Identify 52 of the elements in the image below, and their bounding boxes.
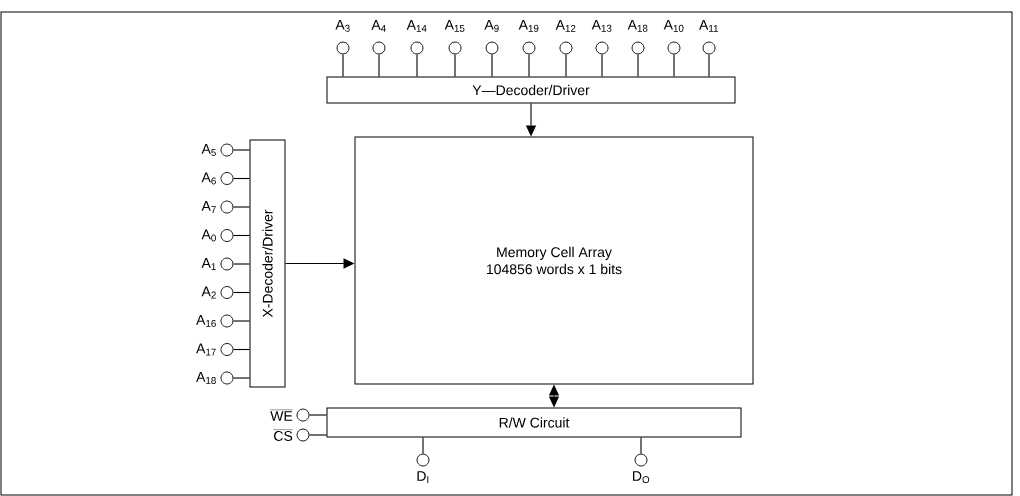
pin-label: A$_{18}$ bbox=[196, 372, 216, 384]
pin-line bbox=[422, 436, 424, 455]
block-box: Memory Cell Array 104856 words x 1 bits bbox=[354, 136, 754, 385]
pin-line bbox=[708, 53, 710, 78]
pin-label: A$_{17}$ bbox=[196, 343, 216, 356]
pin-label: A$_{4}$ bbox=[371, 20, 386, 32]
pin-label: A$_{14}$ bbox=[406, 20, 427, 32]
pin-line bbox=[232, 377, 251, 379]
pin-label: A$_{0}$ bbox=[201, 229, 216, 242]
pin-line bbox=[232, 234, 251, 237]
pin-line bbox=[232, 149, 251, 151]
pin-line bbox=[601, 53, 603, 78]
pin-line bbox=[491, 53, 493, 78]
pin-label: A$_{6}$ bbox=[201, 172, 216, 185]
pin-label: A$_{5}$ bbox=[201, 144, 216, 156]
pin-line bbox=[378, 53, 380, 78]
block-box: X-Decoder/Driver bbox=[249, 139, 286, 388]
pin-line bbox=[232, 206, 251, 208]
block-box: Y—Decoder/Driver bbox=[326, 76, 736, 104]
pin-line bbox=[565, 53, 567, 78]
pin-line bbox=[528, 53, 530, 78]
pin-label: A$_{19}$ bbox=[518, 19, 539, 32]
pin-label: CS bbox=[273, 429, 293, 441]
pin-line bbox=[416, 53, 418, 78]
pin-label: WE bbox=[270, 409, 293, 421]
pin-line bbox=[637, 53, 639, 78]
pin-label: A$_{15}$ bbox=[444, 19, 465, 32]
pin-line bbox=[232, 348, 251, 351]
pin-label: D$_{O}$ bbox=[633, 471, 650, 484]
pin-label: A$_{12}$ bbox=[555, 20, 576, 32]
pin-label: A$_{11}$ bbox=[699, 20, 719, 32]
pin-line bbox=[232, 263, 251, 265]
pin-line bbox=[232, 291, 251, 294]
pin-line bbox=[640, 436, 642, 455]
block-box: R/W Circuit bbox=[326, 407, 742, 438]
pin-line bbox=[673, 53, 675, 78]
pin-label: A$_{3}$ bbox=[335, 19, 350, 32]
pin-label: A$_{9}$ bbox=[484, 19, 499, 32]
pin-label: A$_{1}$ bbox=[201, 258, 216, 270]
pin-label: A$_{2}$ bbox=[201, 286, 216, 299]
pin-label: A$_{10}$ bbox=[663, 19, 684, 32]
pin-line bbox=[232, 177, 251, 180]
pin-line bbox=[454, 53, 456, 78]
pin-label: A$_{7}$ bbox=[201, 201, 216, 213]
pin-label: A$_{16}$ bbox=[196, 315, 216, 327]
pin-label: A$_{18}$ bbox=[627, 19, 648, 32]
pin-line bbox=[232, 320, 251, 322]
pin-line bbox=[342, 53, 344, 78]
pin-label: A$_{13}$ bbox=[591, 19, 612, 32]
pin-line bbox=[308, 434, 328, 436]
pin-label: D$_{I}$ bbox=[417, 471, 429, 483]
pin-line bbox=[308, 414, 328, 416]
